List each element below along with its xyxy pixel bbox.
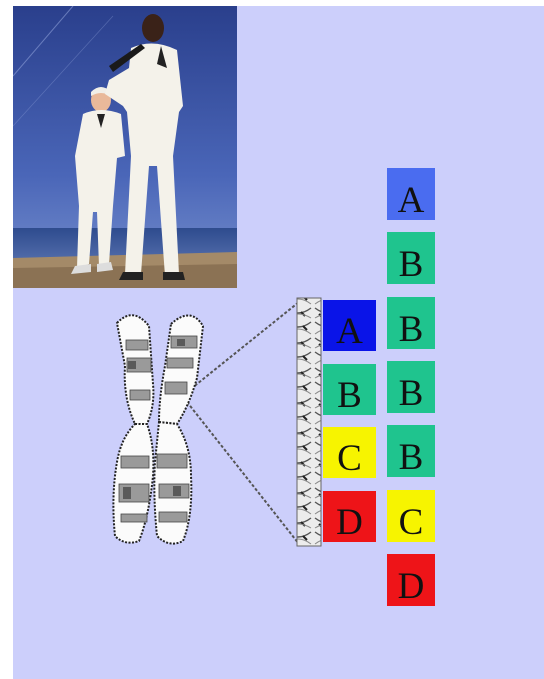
gene-box-label: A	[397, 180, 425, 221]
tall-man-figure	[105, 14, 185, 280]
gene-box-label: A	[336, 311, 363, 352]
zoom-lines	[186, 301, 300, 545]
gene-box-d: D	[387, 553, 435, 607]
dna-strand	[296, 297, 322, 547]
gene-box-label: B	[398, 372, 424, 414]
short-man-figure	[71, 87, 125, 274]
gene-box-b: B	[387, 232, 435, 286]
gene-box-b: B	[387, 425, 435, 479]
gene-box-c: C	[387, 489, 435, 543]
gene-box-label: B	[398, 244, 424, 286]
gene-box-b: B	[387, 360, 435, 414]
gene-box-label: B	[398, 437, 424, 479]
gene-box-d: D	[323, 490, 376, 543]
gene-box-b: B	[387, 296, 435, 350]
chromosome-icon	[112, 314, 205, 545]
gene-box-label: D	[397, 565, 425, 607]
gene-box-b: B	[323, 363, 376, 416]
chromosome-diagram	[112, 297, 322, 547]
gene-box-label: C	[337, 438, 362, 479]
photo-two-men	[13, 6, 237, 288]
gene-box-label: C	[398, 501, 424, 543]
gene-box-label: B	[337, 374, 362, 416]
gene-box-a: A	[323, 300, 376, 351]
gene-box-label: D	[336, 501, 363, 543]
gene-box-label: B	[398, 308, 424, 350]
gene-box-c: C	[323, 427, 376, 478]
gene-box-a: A	[387, 168, 435, 220]
